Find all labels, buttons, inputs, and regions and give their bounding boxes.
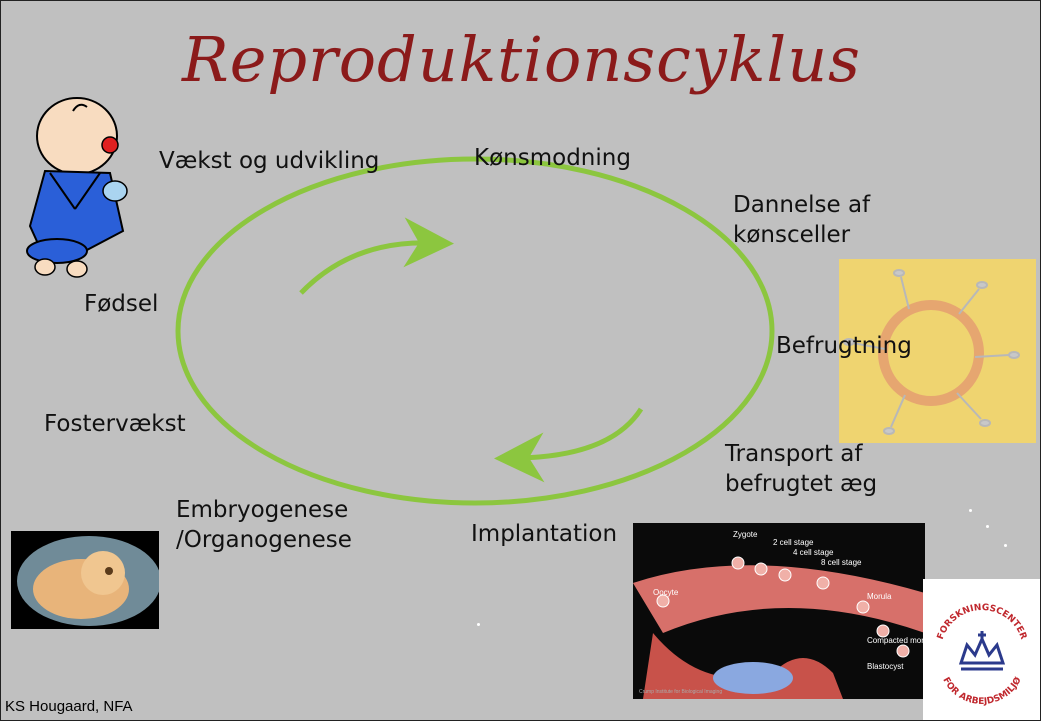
decor-dot: [477, 623, 480, 626]
stage-fostervaekst: Fostervækst: [44, 409, 186, 439]
label-zygote: Zygote: [733, 530, 758, 539]
label-blastocyst: Blastocyst: [867, 662, 904, 671]
embryo-photo: [11, 531, 159, 629]
label-8-cell: 8 cell stage: [821, 558, 862, 567]
baby-crawling-icon: [15, 81, 140, 281]
oviduct-diagram: Zygote 2 cell stage 4 cell stage 8 cell …: [633, 523, 925, 699]
stage-embryogenese-organogenese: Embryogenese /Organogenese: [176, 495, 352, 555]
stage-implantation: Implantation: [471, 519, 617, 549]
nfa-crown-logo: FORSKNINGSCENTER FOR ARBEJDSMILJØ: [923, 579, 1041, 721]
stage-befrugtning: Befrugtning: [776, 331, 912, 361]
decor-dot: [986, 525, 989, 528]
label-credit: Crump Institute for Biological Imaging: [639, 689, 722, 695]
cycle-arrow-top: [301, 243, 429, 293]
label-compacted-morula: Compacted morula: [867, 636, 925, 645]
decor-dot: [1004, 544, 1007, 547]
label-2-cell: 2 cell stage: [773, 538, 814, 547]
label-4-cell: 4 cell stage: [793, 548, 834, 557]
stage-fodsel: Fødsel: [84, 289, 158, 319]
stage-transport-af-befrugtet-aeg: Transport af befrugtet æg: [725, 439, 877, 499]
label-oocyte: Oocyte: [653, 588, 679, 597]
cycle-ellipse: [178, 159, 772, 503]
stage-vaekst-og-udvikling: Vækst og udvikling: [159, 146, 379, 176]
stage-konsmodning: Kønsmodning: [474, 143, 631, 173]
cycle-arrow-bottom: [519, 409, 641, 458]
decor-dot: [969, 509, 972, 512]
label-morula: Morula: [867, 592, 892, 601]
slide-footer: KS Hougaard, NFA: [5, 698, 133, 715]
stage-dannelse-af-konsceller: Dannelse af kønsceller: [733, 190, 870, 250]
